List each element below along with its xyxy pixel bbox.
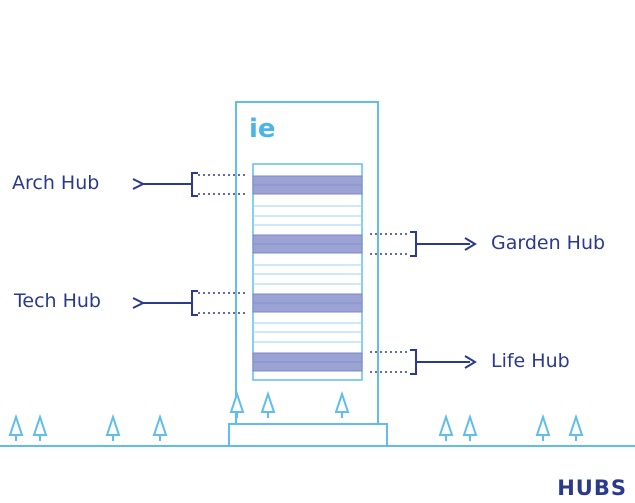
garden-hub-connector (370, 231, 477, 257)
tree-icon (535, 413, 551, 441)
tree-icon (462, 413, 478, 441)
tree-icon (568, 413, 584, 441)
tree-icon (229, 390, 245, 418)
hub-band-life (252, 352, 363, 372)
tree-icon (438, 413, 454, 441)
life-hub-connector (370, 349, 477, 375)
tree-icon (260, 390, 276, 418)
tree-icon (8, 413, 24, 441)
tree-icon (152, 413, 168, 441)
life-hub-label: Life Hub (491, 350, 570, 372)
hub-band-tech (252, 293, 363, 313)
tree-icon (32, 413, 48, 441)
hubs-title: HUBS (557, 476, 627, 500)
tree-icon (105, 413, 121, 441)
arch-hub-connector (143, 172, 248, 197)
tower-outline (235, 101, 379, 425)
building-logo: ie (249, 114, 276, 144)
tech-hub-label: Tech Hub (14, 290, 101, 312)
trees (8, 390, 584, 441)
tech-hub-connector (143, 290, 248, 316)
hub-band-garden (252, 234, 363, 254)
floor-stack (252, 163, 363, 381)
arch-hub-label: Arch Hub (12, 172, 100, 194)
tree-icon (334, 390, 350, 418)
garden-hub-label: Garden Hub (491, 232, 606, 254)
hub-band-arch (252, 175, 363, 195)
building-base (228, 423, 388, 447)
